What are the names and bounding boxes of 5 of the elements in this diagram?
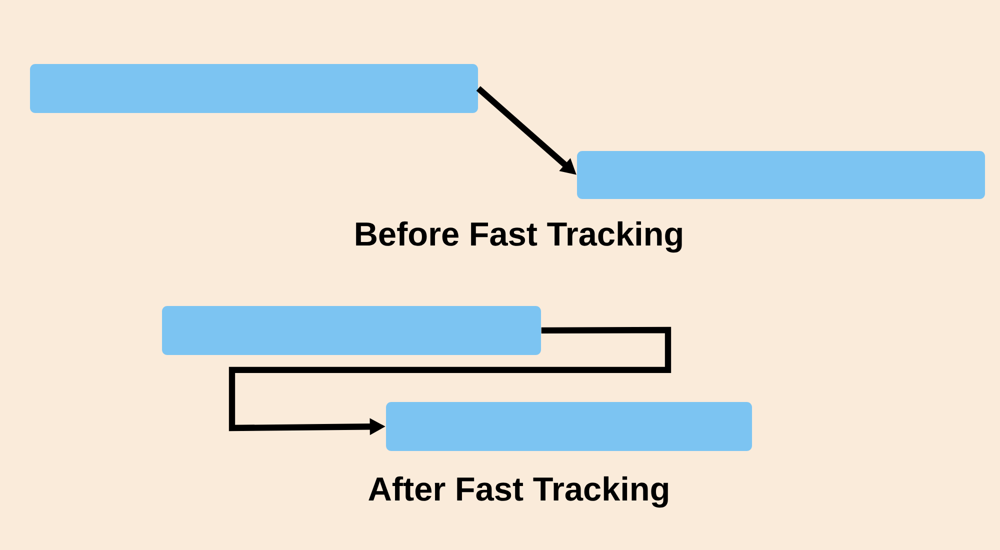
task-bar bbox=[30, 64, 478, 113]
task-bar bbox=[577, 151, 985, 199]
task-bar bbox=[386, 402, 752, 451]
caption: Before Fast Tracking bbox=[356, 221, 682, 253]
task-bar bbox=[162, 306, 541, 355]
